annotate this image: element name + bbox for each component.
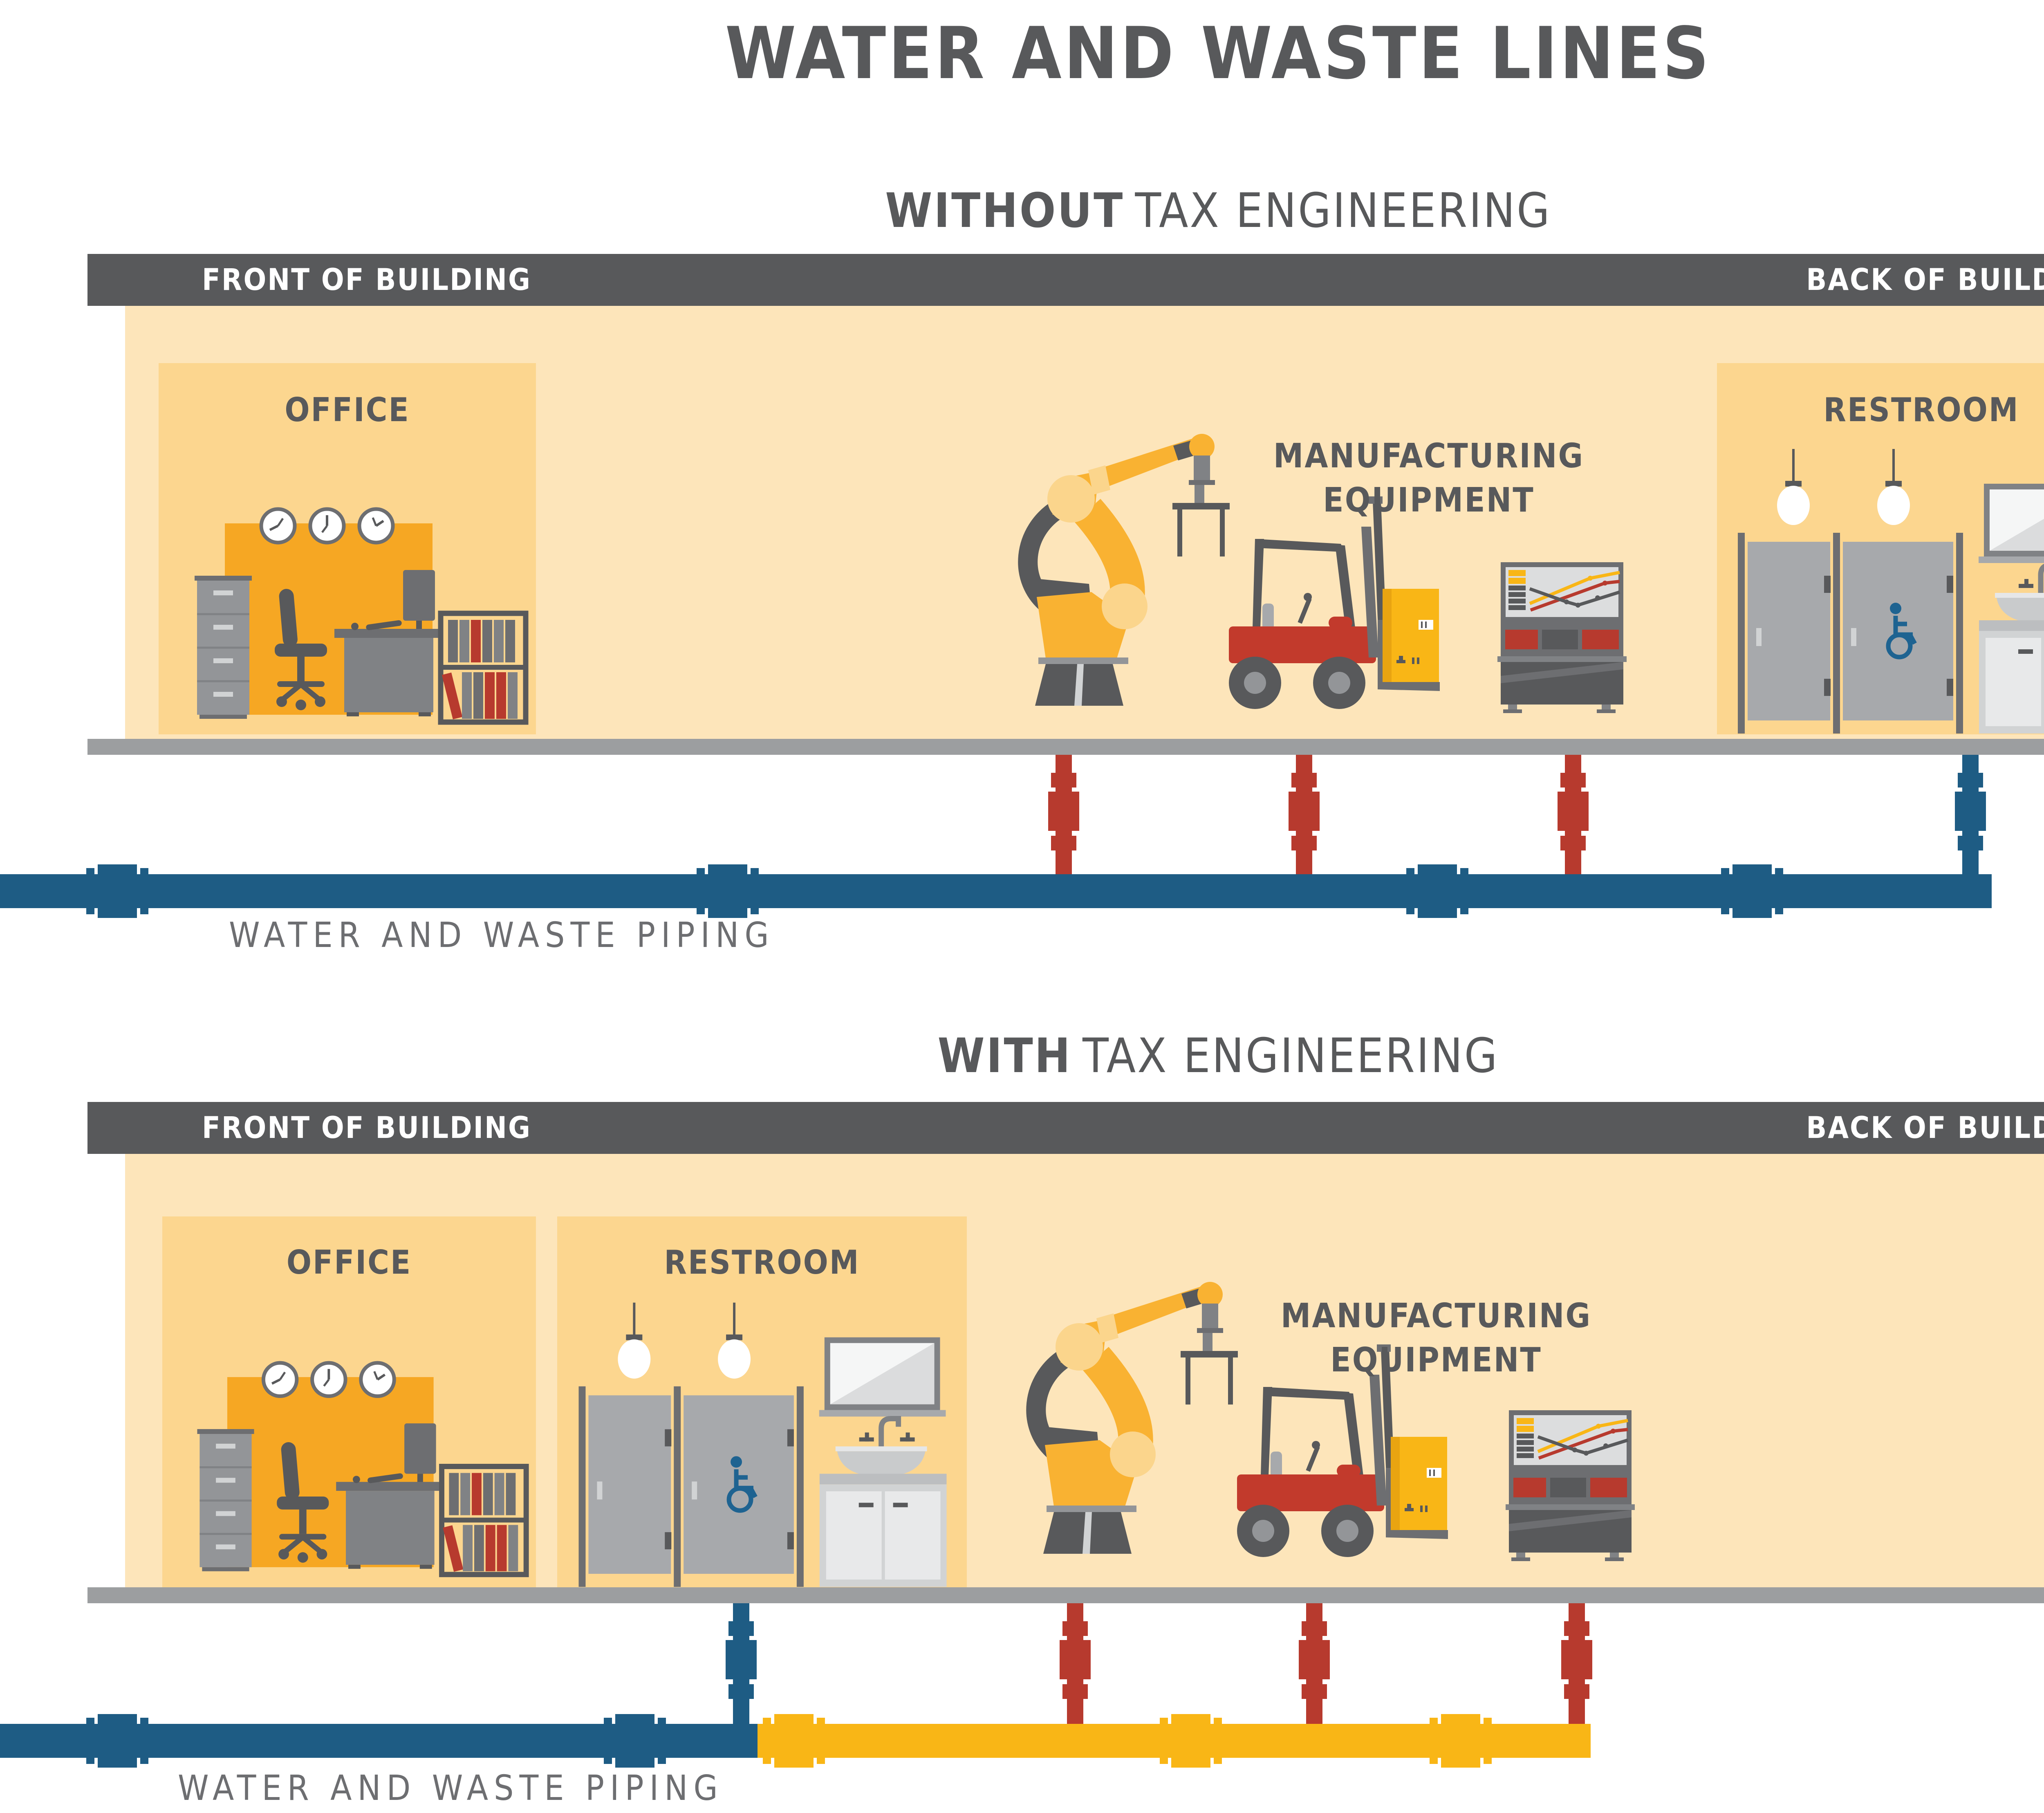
- restroom-art-1: [1717, 363, 2044, 734]
- pipe-coupling: [86, 864, 148, 918]
- pipe-coupling: [604, 1714, 666, 1768]
- pipe-coupling: [1430, 1714, 1492, 1768]
- building-header-bar-2: FRONT OF BUILDING BACK OF BUILDING: [87, 1102, 2044, 1154]
- manufacturing-label-1: MANUFACTURING EQUIPMENT: [1212, 434, 1645, 523]
- pipe-39yr-drop-1: [1955, 755, 1986, 876]
- office-label-2: OFFICE: [286, 1243, 412, 1281]
- building-floor-1: [87, 739, 2044, 755]
- pipe-39yr-drop-2: [726, 1603, 757, 1725]
- pipe-coupling: [1406, 864, 1468, 918]
- page-title: WATER AND WASTE LINES: [725, 12, 1712, 95]
- pipe-7yr-drop-1b: [1289, 755, 1320, 876]
- front-of-building-label-2: FRONT OF BUILDING: [202, 1111, 531, 1145]
- manufacturing-label-2-line2: EQUIPMENT: [1330, 1341, 1542, 1380]
- office-art-1: [159, 363, 536, 734]
- pipe-39yr-main-1: [0, 874, 1992, 908]
- pipe-7yr-drop-1c: [1558, 755, 1589, 876]
- pipe-7yr-drop-2c: [1561, 1603, 1592, 1725]
- pipe-coupling: [697, 864, 759, 918]
- manufacturing-label-2-line1: MANUFACTURING: [1280, 1297, 1592, 1335]
- piping-label-1: WATER AND WASTE PIPING: [229, 915, 775, 956]
- back-of-building-label-2: BACK OF BUILDING: [1806, 1111, 2044, 1145]
- manufacturing-label-2: MANUFACTURING EQUIPMENT: [1219, 1294, 1653, 1382]
- front-of-building-label-1: FRONT OF BUILDING: [202, 263, 531, 297]
- subtitle-with-bold: WITH: [937, 1028, 1072, 1084]
- building-floor-2: [87, 1587, 2044, 1603]
- building-header-bar-1: FRONT OF BUILDING BACK OF BUILDING: [87, 254, 2044, 306]
- piping-label-2: WATER AND WASTE PIPING: [178, 1768, 724, 1809]
- restroom-label-1: RESTROOM: [1823, 391, 2019, 429]
- pipe-7yr-drop-2a: [1060, 1603, 1091, 1725]
- subtitle-without-bold: WITHOUT: [885, 183, 1125, 238]
- office-label-1: OFFICE: [285, 391, 410, 429]
- office-art-2: [162, 1217, 536, 1587]
- pipe-coupling: [86, 1714, 148, 1768]
- subtitle-with-light: TAX ENGINEERING: [1083, 1028, 1499, 1084]
- restroom-art-2: [557, 1217, 967, 1587]
- restroom-label-2: RESTROOM: [664, 1243, 860, 1281]
- manufacturing-label-1-line1: MANUFACTURING: [1273, 437, 1585, 476]
- pipe-coupling: [1721, 864, 1783, 918]
- back-of-building-label-1: BACK OF BUILDING: [1806, 263, 2044, 297]
- subtitle-without-light: TAX ENGINEERING: [1135, 183, 1551, 238]
- pipe-coupling: [1160, 1714, 1222, 1768]
- pipe-7yr-drop-2b: [1299, 1603, 1330, 1725]
- pipe-7yr-drop-1a: [1048, 755, 1079, 876]
- manufacturing-label-1-line2: EQUIPMENT: [1323, 481, 1535, 520]
- pipe-coupling: [763, 1714, 825, 1768]
